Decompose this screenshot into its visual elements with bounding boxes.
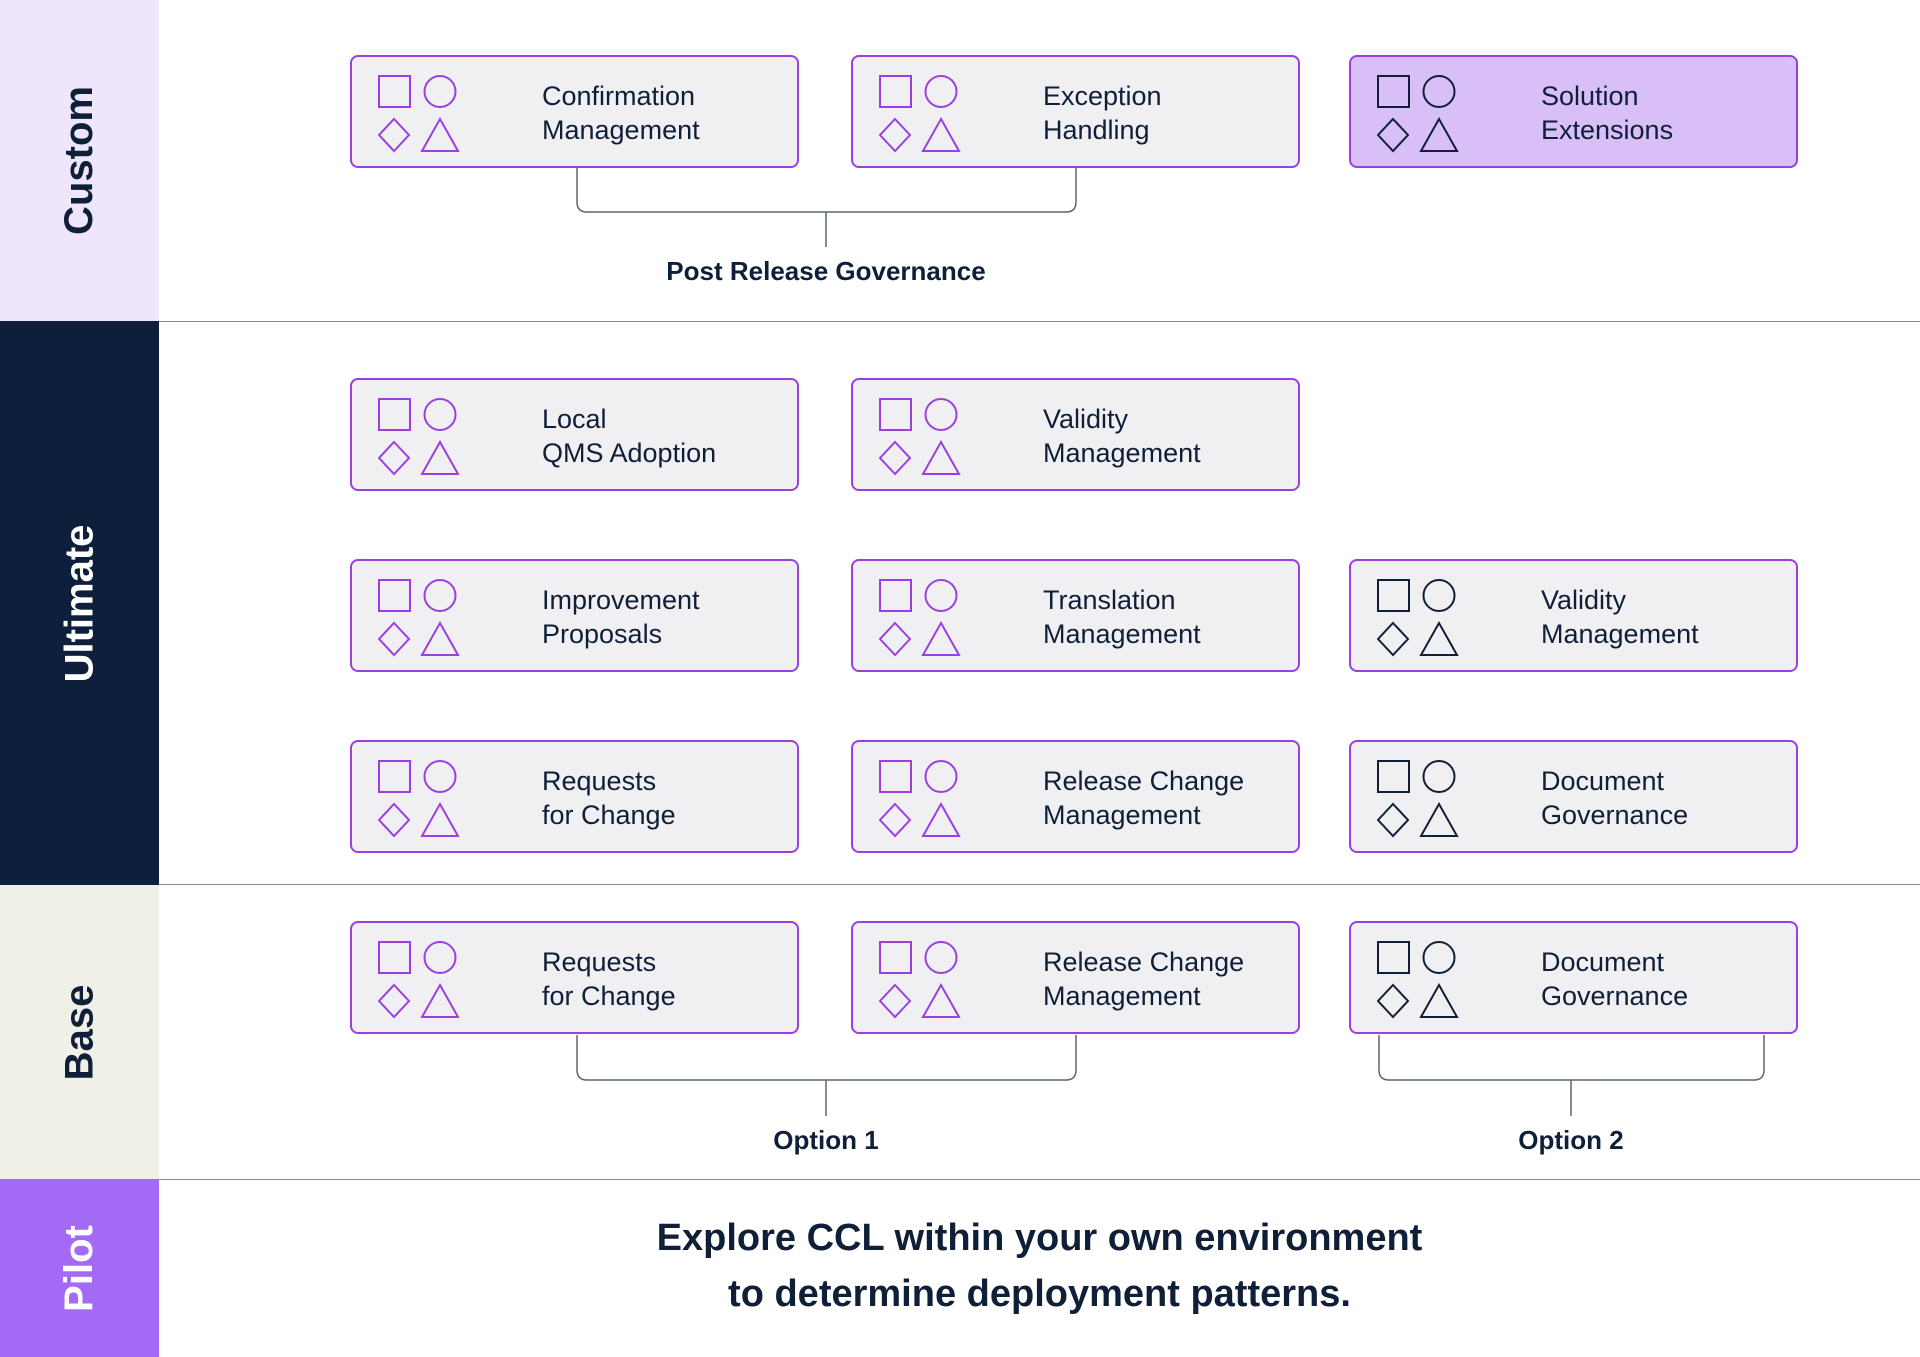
card-label-line1: Validity — [1541, 585, 1627, 615]
option-1-label: Option 1 — [773, 1125, 879, 1155]
shapes-icon — [879, 398, 961, 476]
base-tier: Base — [0, 885, 1920, 1179]
card-label-line1: Requests — [542, 766, 657, 796]
card-label-line2: Management — [1043, 438, 1201, 468]
separator-ultimate-base — [159, 884, 1920, 885]
card-label-line2: for Change — [542, 800, 676, 830]
shapes-icon — [378, 941, 460, 1019]
card-label-line2: Management — [542, 115, 700, 145]
card-label-line1: Document — [1541, 947, 1665, 977]
ultimate-tier: Ultimate — [0, 321, 1920, 885]
card-label-line1: Improvement — [542, 585, 700, 615]
shapes-icon — [879, 941, 961, 1019]
pilot-tier: Pilot — [0, 1179, 1920, 1357]
ultimate-tier-title: Ultimate — [57, 524, 101, 682]
shapes-icon — [378, 398, 460, 476]
pilot-text-line2: to determine deployment patterns. — [728, 1273, 1351, 1315]
separator-base-pilot — [159, 1179, 1920, 1180]
card-label-line2: Management — [1541, 619, 1699, 649]
card-label-line2: QMS Adoption — [542, 438, 717, 468]
post-release-governance-label: Post Release Governance — [666, 256, 986, 286]
shapes-icon — [378, 760, 460, 838]
card-label-line1: Local — [542, 404, 607, 434]
option-2-label: Option 2 — [1518, 1125, 1624, 1155]
card-label-line2: Management — [1043, 619, 1201, 649]
shapes-icon — [879, 760, 961, 838]
custom-tier: Custom — [0, 0, 1920, 321]
card-label-line1: Exception — [1043, 81, 1162, 111]
shapes-icon — [1377, 75, 1459, 153]
card-label-line1: Solution — [1541, 81, 1639, 111]
base-tier-title: Base — [57, 984, 101, 1080]
pilot-tier-title: Pilot — [56, 1224, 101, 1312]
card-label-line2: Proposals — [542, 619, 663, 649]
shapes-icon — [879, 579, 961, 657]
card-requests-for-change: Requests for Change — [350, 740, 799, 853]
card-base-requests-for-change: Requests for Change — [350, 921, 799, 1034]
pilot-tier-label: Pilot — [0, 1179, 159, 1357]
shapes-icon — [1377, 941, 1459, 1019]
card-label-line1: Validity — [1043, 404, 1129, 434]
ultimate-tier-label: Ultimate — [0, 321, 159, 885]
pilot-description: Explore CCL within your own environment … — [159, 1210, 1920, 1322]
card-label-line2: Management — [1043, 981, 1201, 1011]
shapes-icon — [879, 75, 961, 153]
base-tier-label: Base — [0, 885, 159, 1179]
card-label-line1: Document — [1541, 766, 1665, 796]
shapes-icon — [1377, 579, 1459, 657]
card-label-line2: Extensions — [1541, 115, 1674, 145]
card-label-line1: Release Change — [1043, 947, 1245, 977]
card-label-line2: Handling — [1043, 115, 1150, 145]
card-label-line1: Confirmation — [542, 81, 696, 111]
card-label-line2: Management — [1043, 800, 1201, 830]
custom-tier-title: Custom — [56, 86, 101, 235]
shapes-icon — [1377, 760, 1459, 838]
card-label-line2: Governance — [1541, 981, 1689, 1011]
card-label-line2: Governance — [1541, 800, 1689, 830]
card-label-line1: Release Change — [1043, 766, 1245, 796]
separator-custom-ultimate — [159, 321, 1920, 322]
card-label-line1: Requests — [542, 947, 657, 977]
shapes-icon — [378, 75, 460, 153]
card-label-line2: for Change — [542, 981, 676, 1011]
card-label-line1: Translation — [1043, 585, 1176, 615]
custom-tier-label: Custom — [0, 0, 159, 321]
shapes-icon — [378, 579, 460, 657]
pilot-text-line1: Explore CCL within your own environment — [656, 1217, 1423, 1259]
